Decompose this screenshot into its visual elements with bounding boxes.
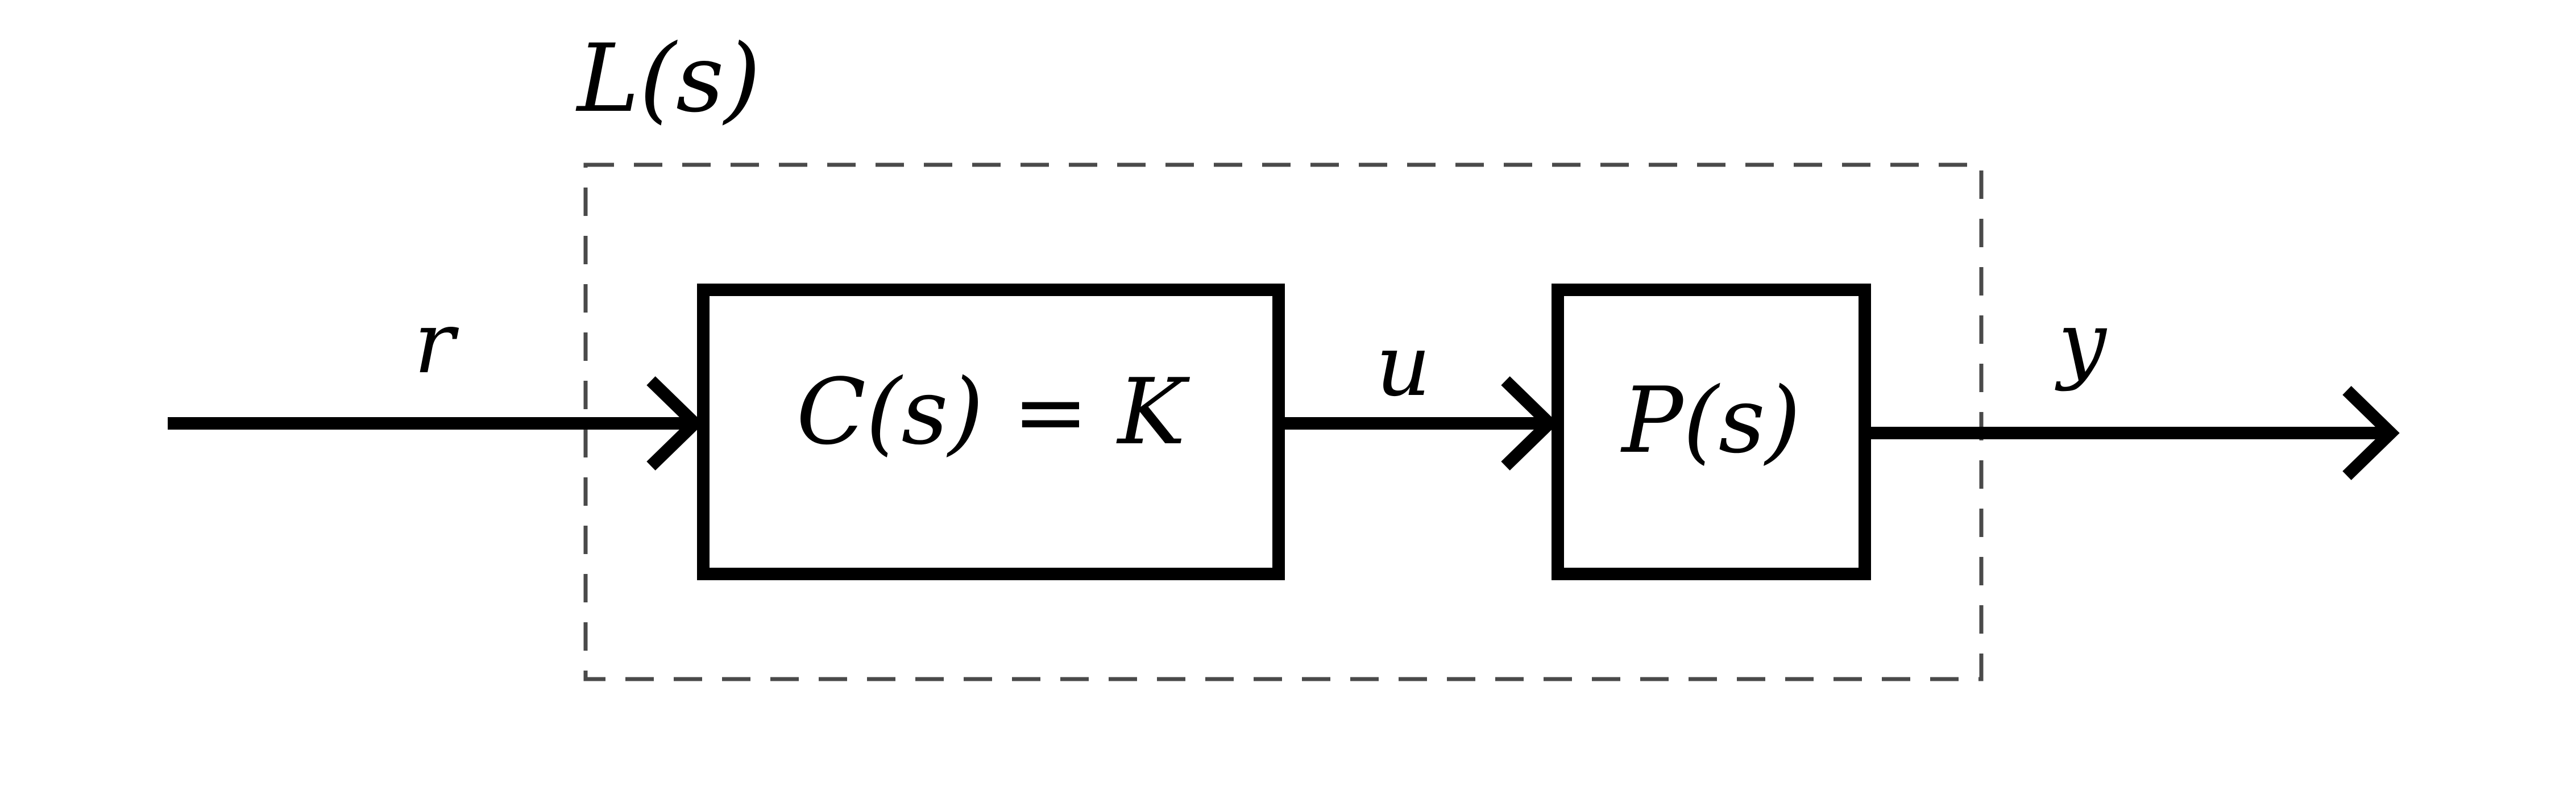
plant-block-label: P(s) [1620,367,1801,473]
controller-block [697,284,1285,580]
controller-block-label: C(s) = K [797,359,1190,465]
loop-transfer-boundary [583,163,1984,681]
output-signal-label: y [2055,294,2108,393]
control-arrowhead [1501,376,1558,471]
input-arrowhead [646,376,704,471]
input-signal-label: r [414,294,459,393]
group-label-L-of-s: L(s) [575,24,761,133]
control-signal-label: u [1376,317,1431,415]
output-arrowhead [2342,386,2400,480]
